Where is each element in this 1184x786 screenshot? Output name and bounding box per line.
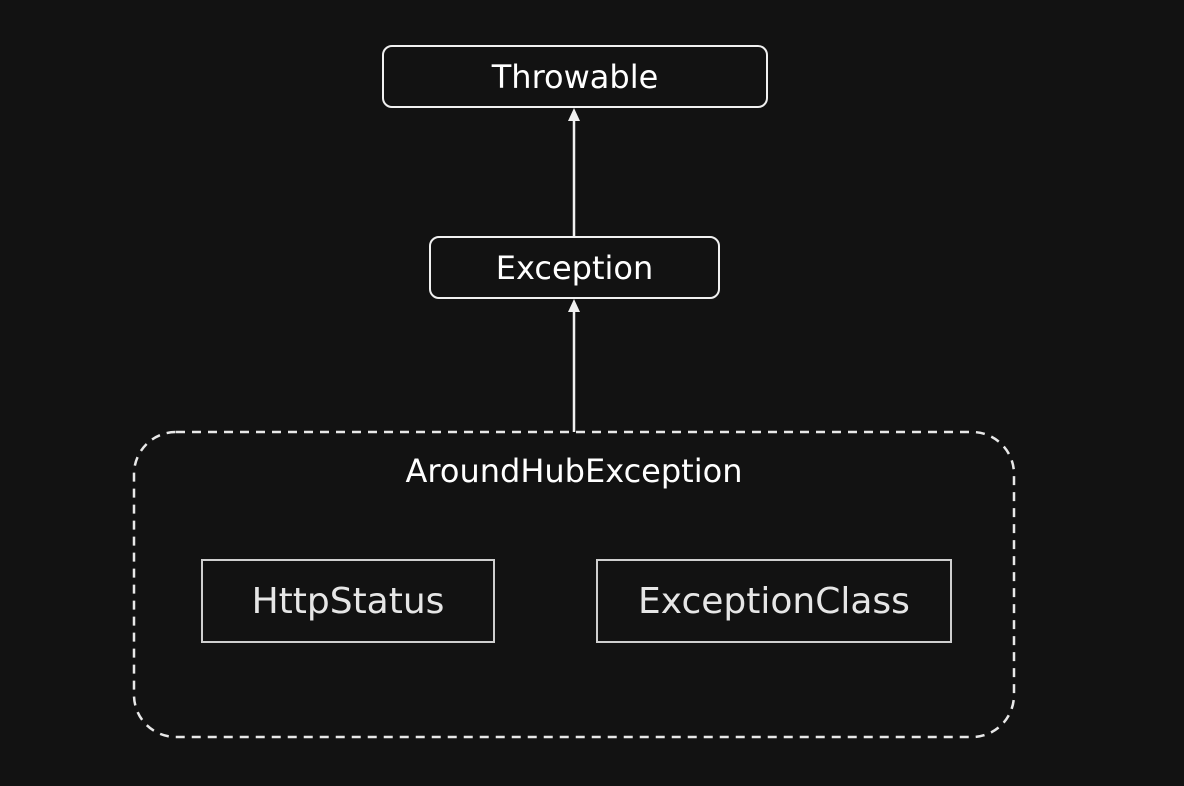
arrowhead-exception	[568, 299, 580, 312]
exception-node: Exception	[429, 236, 720, 299]
throwable-node: Throwable	[382, 45, 768, 108]
exception-class-node: ExceptionClass	[596, 559, 952, 643]
exception-label: Exception	[495, 248, 654, 287]
http-status-node: HttpStatus	[201, 559, 495, 643]
throwable-label: Throwable	[491, 57, 659, 96]
exception-class-label: ExceptionClass	[638, 580, 910, 622]
http-status-label: HttpStatus	[251, 580, 445, 622]
around-hub-exception-label: AroundHubException	[405, 452, 743, 490]
arrowhead-throwable	[568, 108, 580, 121]
